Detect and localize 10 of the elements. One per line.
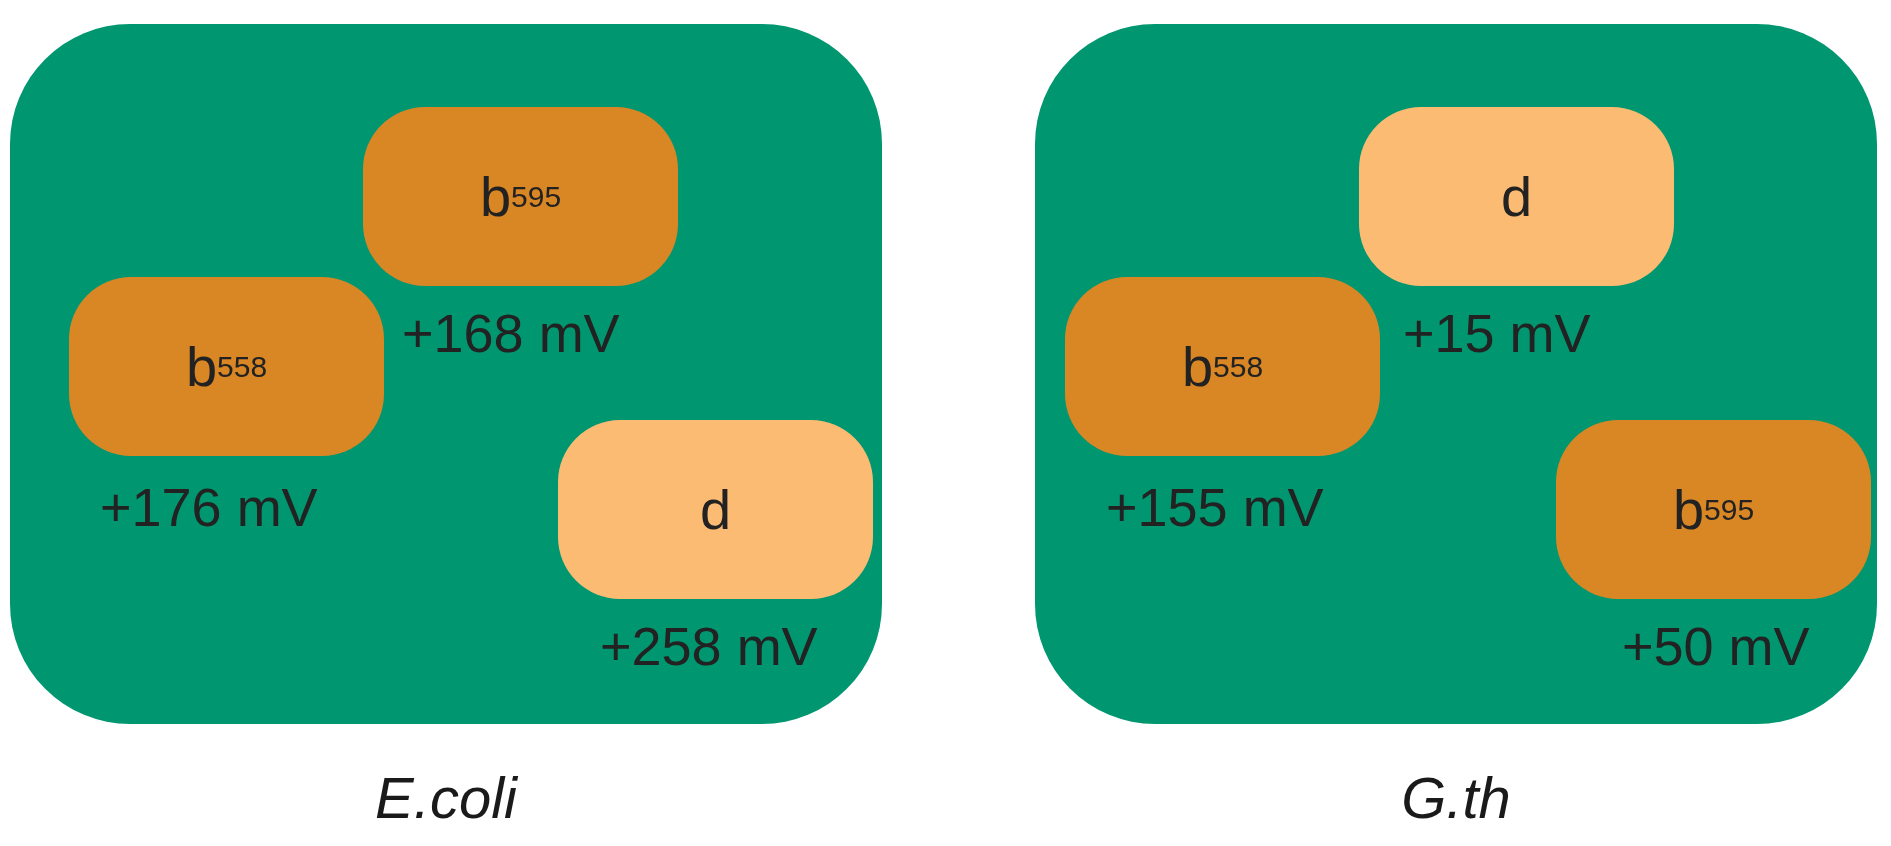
potential-label: +15 mV (1403, 302, 1591, 364)
potential-label: +50 mV (1622, 615, 1810, 677)
potential-label: +155 mV (1106, 476, 1324, 538)
potential-label: +176 mV (100, 476, 318, 538)
cytochrome-box: d (558, 420, 873, 599)
cytochrome-box: d (1359, 107, 1674, 286)
potential-label: +258 mV (600, 615, 818, 677)
potential-label: +168 mV (402, 302, 620, 364)
species-caption: E.coli (374, 764, 519, 831)
species-caption: G.th (1400, 764, 1512, 831)
